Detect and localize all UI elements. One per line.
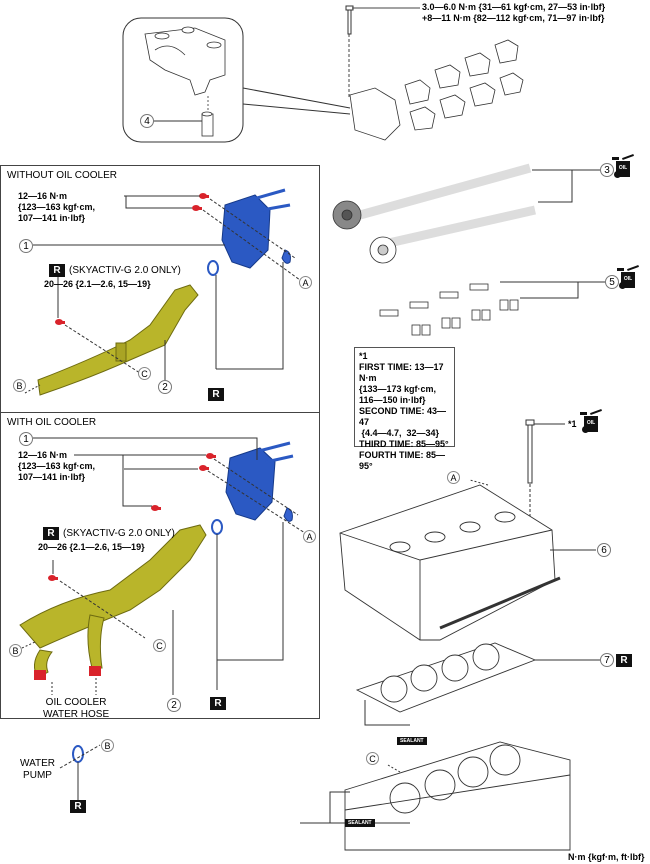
dashed-line [24,384,41,394]
replace-badge: R [49,264,65,277]
camshaft-caps [349,39,524,141]
hose-bolt-torque: 20—26 {2.1—2.6, 15—19} [38,542,145,552]
ref-A: A [303,530,316,543]
leader-line [122,455,152,507]
replace-badge: R [208,388,224,401]
callout-4: 4 [140,114,154,128]
note-second-b: {4.4—4.7, 32—34} [359,428,440,438]
inset-leader [242,103,351,115]
panel-title: WITHOUT OIL COOLER [7,170,118,181]
note-first-c: 116—150 in·lbf} [359,395,426,405]
note-ref: *1 [359,351,368,361]
water-pump-line2: PUMP [23,770,52,781]
leader-line [33,437,258,460]
oil-icon: OIL [617,265,639,289]
bolt-ref: *1 [568,419,577,429]
ref-B: B [101,739,114,752]
water-hose-with [19,524,207,680]
dashed-line [59,744,101,769]
callout-6: 6 [597,543,611,557]
sealant-icon: SEALANT [397,737,427,745]
callout-1: 1 [19,239,33,253]
cam-cap-detail [144,26,226,137]
callout-5: 5 [605,275,619,289]
torque-line2: {123—163 kgf·cm, [18,461,96,471]
oil-cooler-line1: OIL COOLER [45,697,107,708]
panel-without-oil-cooler: WITHOUT OIL COOLER 12—16 N·m {123—163 kg… [0,165,320,413]
panel-title: WITH OIL COOLER [7,417,97,428]
torque-line3: 107—141 in·lbf} [18,472,86,482]
leader-line [500,281,579,299]
leader-line [364,700,410,726]
hose-bolt-torque: 20—26 {2.1—2.6, 15—19} [44,279,151,289]
note-second: SECOND TIME: 43—47 [359,406,447,427]
dashed-line [469,479,489,486]
tightening-note: *1 FIRST TIME: 13—17 N·m {133—173 kgf·cm… [354,347,455,471]
note-first: FIRST TIME: 13—17 N·m [359,362,444,383]
tappets [379,283,519,336]
top-torque-line2: +8—11 N·m {82—112 kgf·cm, 71—97 in·lbf} [422,13,605,23]
dashed-line [387,764,401,773]
ref-A: A [299,276,312,289]
replace-badge: R [616,654,632,667]
skyactiv-note: (SKYACTIV-G 2.0 ONLY) [63,528,175,539]
top-torque-line1: 3.0—6.0 N·m {31—61 kgf·cm, 27—53 in·lbf} [422,2,606,12]
replace-badge: R [43,527,59,540]
cylinder-head [339,484,561,641]
oil-cooler-hose-label: OIL COOLER WATER HOSE [43,697,109,721]
leader-line [532,169,573,203]
camshafts [332,163,536,264]
torque-line3: 107—141 in·lbf} [18,213,86,223]
callout-2: 2 [158,380,172,394]
sealant-icon: SEALANT [345,819,375,827]
callout-7: 7 [600,653,614,667]
leader-line [125,196,192,209]
replace-badge: R [70,800,86,813]
oil-cooler-line2: WATER HOSE [43,709,110,720]
note-fourth: FOURTH TIME: 85—95° [359,450,446,471]
note-third: THIRD TIME: 85—95° [359,439,449,449]
units-footer: N·m {kgf·m, ft·lbf} [568,852,645,862]
water-pump-line1: WATER [20,758,55,769]
cam-cap-bolt [345,5,354,35]
water-pump-label: WATER PUMP [20,758,55,782]
inset-leader [242,87,351,109]
leader-line [217,522,284,661]
ref-B: B [9,644,22,657]
skyactiv-note: (SKYACTIV-G 2.0 ONLY) [69,265,181,276]
torque-line1: 12—16 N·m [18,191,68,201]
leader-line [329,791,350,823]
ref-C: C [366,752,379,765]
callout-3: 3 [600,163,614,177]
leader-line [216,262,284,370]
ref-A: A [447,471,460,484]
dashed-line [59,580,146,639]
ref-B: B [13,379,26,392]
callout-1: 1 [19,432,33,446]
bolts-red-with [48,453,216,581]
note-first-b: {133—173 kgf·cm, [359,384,437,394]
callout-2: 2 [167,698,181,712]
ref-C: C [138,367,151,380]
cylinder-head-bolt [525,419,535,484]
dashed-line [209,198,296,259]
ref-C: C [153,639,166,652]
replace-badge: R [210,697,226,710]
dashed-line [207,470,306,534]
bolts-red [55,193,209,325]
torque-line2: {123—163 kgf·cm, [18,202,96,212]
panel-with-oil-cooler: WITH OIL COOLER 1 12—16 N·m {123—163 kgf… [0,412,320,721]
cylinder-head-gasket [355,642,537,713]
dashed-line [213,458,299,516]
torque-line1: 12—16 N·m [18,450,68,460]
oil-icon: OIL [580,409,602,433]
o-ring [207,260,219,276]
water-outlet-with [225,441,294,522]
oil-icon: OIL [612,154,634,178]
